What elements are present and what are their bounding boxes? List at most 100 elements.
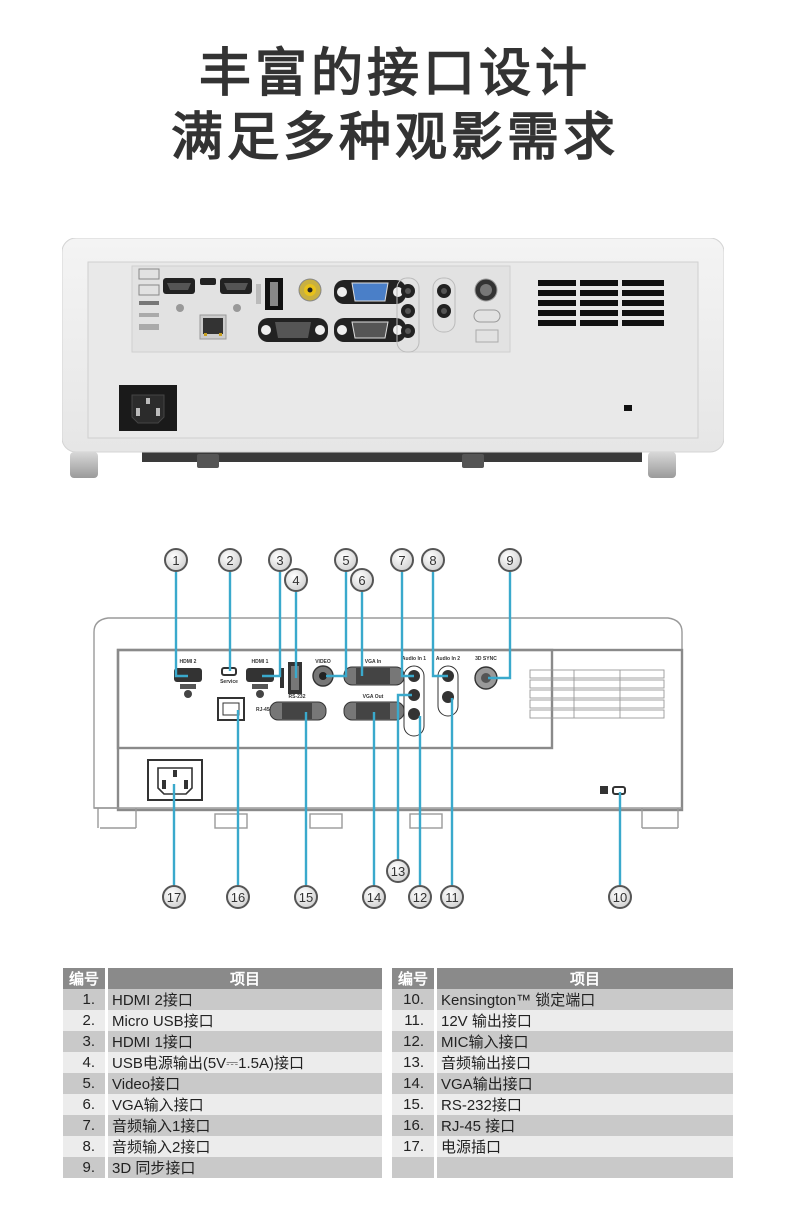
row-item: USB电源输出(5V⎓1.5A)接口 <box>106 1052 382 1073</box>
row-item: RJ-45 接口 <box>435 1115 733 1136</box>
row-number: 17. <box>392 1136 437 1157</box>
callout-circle <box>164 548 188 572</box>
row-item: VGA输出接口 <box>435 1073 733 1094</box>
table-row <box>392 1157 733 1178</box>
col-header-item: 项目 <box>435 968 733 989</box>
photo-usb-power-port <box>256 278 283 310</box>
photo-kensington-slot <box>624 405 632 411</box>
row-item: Video接口 <box>106 1073 382 1094</box>
table-row: 4.USB电源输出(5V⎓1.5A)接口 <box>63 1052 382 1073</box>
callout-number: 4 <box>292 573 299 588</box>
leader-line-7 <box>400 572 414 678</box>
foot-right <box>648 452 676 478</box>
callout-8: 8 <box>421 548 445 572</box>
callout-number: 10 <box>613 890 627 905</box>
callout-number: 8 <box>429 553 436 568</box>
photo-vent-grille <box>538 280 664 326</box>
table-row: 11.12V 输出接口 <box>392 1010 733 1031</box>
row-number: 11. <box>392 1010 437 1031</box>
callout-number: 15 <box>299 890 313 905</box>
table-row: 13.音频输出接口 <box>392 1052 733 1073</box>
col-header-number: 编号 <box>392 968 437 989</box>
photo-rj45-port <box>199 314 227 340</box>
row-item: HDMI 1接口 <box>106 1031 382 1052</box>
headline-line-2: 满足多种观影需求 <box>170 108 619 168</box>
row-item: Kensington™ 锁定端口 <box>435 989 733 1010</box>
callout-circle <box>294 885 318 909</box>
callout-circle <box>162 885 186 909</box>
callout-number: 14 <box>367 890 381 905</box>
callout-circle <box>498 548 522 572</box>
callout-circle <box>608 885 632 909</box>
diagram-ports: HDMI 2 Service HDMI 1 VIDEO VGA In Audio… <box>147 656 626 801</box>
callout-number: 16 <box>231 890 245 905</box>
callout-number: 1 <box>172 553 179 568</box>
callout-number: 3 <box>276 553 283 568</box>
leader-line-5 <box>326 572 348 678</box>
callout-number: 12 <box>413 890 427 905</box>
photo-power-inlet <box>119 385 177 431</box>
callout-11: 11 <box>440 885 464 909</box>
projector-rear-photo <box>62 238 724 478</box>
row-number: 2. <box>63 1010 108 1031</box>
callout-number: 7 <box>398 553 405 568</box>
callout-9: 9 <box>498 548 522 572</box>
callout-number: 5 <box>342 553 349 568</box>
photo-hdmi1-port <box>220 278 252 312</box>
photo-3d-sync-port <box>473 278 501 343</box>
callout-number: 2 <box>226 553 233 568</box>
callout-4: 4 <box>284 568 308 592</box>
leader-line-9 <box>488 572 512 680</box>
photo-audio-jacks <box>396 277 456 353</box>
table-row: 6.VGA输入接口 <box>63 1094 382 1115</box>
row-number: 8. <box>63 1136 108 1157</box>
callout-16: 16 <box>226 885 250 909</box>
label-3d-sync: 3D SYNC <box>475 656 497 662</box>
row-number: 9. <box>63 1157 108 1178</box>
col-header-number: 编号 <box>63 968 108 989</box>
callout-circle <box>284 568 308 592</box>
diagram-vent-grille <box>529 669 665 719</box>
row-item: 电源插口 <box>435 1136 733 1157</box>
row-number: 3. <box>63 1031 108 1052</box>
callout-1: 1 <box>164 548 188 572</box>
label-hdmi1: HDMI 1 <box>252 659 269 665</box>
photo-vga-out-port <box>334 318 406 342</box>
callout-number: 11 <box>445 890 459 905</box>
photo-hdmi2-port <box>163 278 195 312</box>
row-number: 13. <box>392 1052 437 1073</box>
table-row: 1.HDMI 2接口 <box>63 989 382 1010</box>
col-header-item: 项目 <box>106 968 382 989</box>
table-row: 10.Kensington™ 锁定端口 <box>392 989 733 1010</box>
row-number: 12. <box>392 1031 437 1052</box>
callout-circle <box>218 548 242 572</box>
table-row: 2.Micro USB接口 <box>63 1010 382 1031</box>
leader-line-8 <box>431 572 448 678</box>
foot-left <box>70 452 98 478</box>
callout-circle <box>226 885 250 909</box>
callout-circle <box>390 548 414 572</box>
table-row: 14.VGA输出接口 <box>392 1073 733 1094</box>
leader-line-13 <box>396 693 412 859</box>
callout-14: 14 <box>362 885 386 909</box>
label-vga-in: VGA In <box>365 659 381 665</box>
callout-circle <box>386 859 410 883</box>
callout-circle <box>350 568 374 592</box>
label-hdmi2: HDMI 2 <box>180 659 197 665</box>
row-number: 5. <box>63 1073 108 1094</box>
callout-circle <box>362 885 386 909</box>
leader-lines <box>172 572 622 885</box>
diagram-body-outline <box>93 617 684 829</box>
row-item: 音频输出接口 <box>435 1052 733 1073</box>
leader-line-1 <box>174 572 188 678</box>
label-rs232: RS-232 <box>289 694 306 700</box>
callout-17: 17 <box>162 885 186 909</box>
table-row: 3.HDMI 1接口 <box>63 1031 382 1052</box>
row-number: 7. <box>63 1115 108 1136</box>
row-item: 12V 输出接口 <box>435 1010 733 1031</box>
headline-line-1: 丰富的接口设计 <box>198 44 591 104</box>
callout-circle <box>440 885 464 909</box>
callout-circle <box>268 548 292 572</box>
callout-circle <box>334 548 358 572</box>
row-item: 音频输入2接口 <box>106 1136 382 1157</box>
